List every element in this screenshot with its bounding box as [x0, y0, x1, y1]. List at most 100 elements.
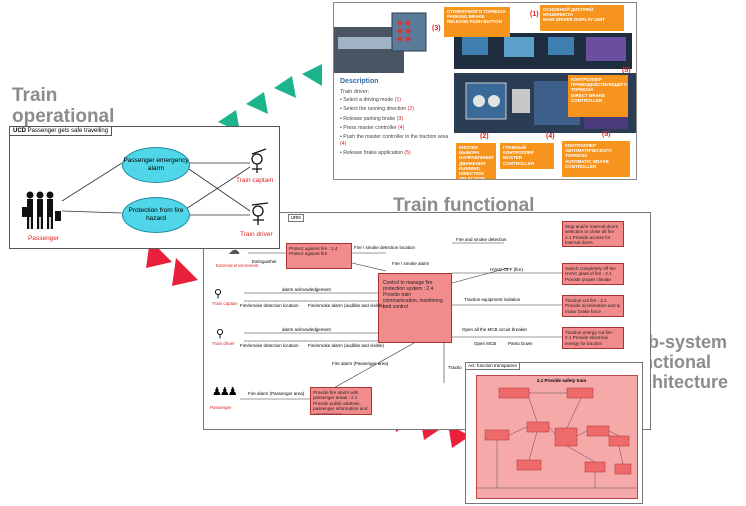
actor-passenger-label: Passenger — [28, 235, 60, 242]
cab-step: • Release parking brake (3) — [340, 115, 403, 122]
flow-open-mcb-all: Open all the MCB circuit breaker — [462, 327, 528, 332]
protect-against-fire-box[interactable]: Protect against fire : 1.4 Protect again… — [286, 243, 352, 269]
ucd-connectors — [61, 162, 251, 216]
fire-protection-control-box[interactable]: Control to manage fire protection system… — [378, 273, 452, 343]
callout-ru: КНОПКИ ВЫБОРА НАПРАВЛЕНИЯ ДВИЖЕНИЯ — [459, 145, 494, 166]
green-arrow-3 — [246, 92, 268, 114]
callout-ru: ГЛАВНЫЙ КОНТРОЛЛЕР — [503, 145, 534, 156]
callout-en: PARKING BRAKE RELEASE PUSH BUTTON — [447, 14, 502, 25]
ucd-panel: UCD Passenger gets safe travelling Passe… — [9, 126, 280, 249]
subsystem-block — [608, 435, 630, 447]
callout-en: RUNNING DIRECTION SELECTION PUSH — [459, 165, 485, 179]
callout-en: MAIN DRIVER DISPLAY UNIT — [543, 17, 605, 23]
subsystem-block — [554, 427, 578, 447]
step-number: (4) — [398, 124, 405, 131]
step-number: (1) — [394, 97, 401, 103]
flow-fire-detection: Fire and smoke detection — [456, 237, 507, 242]
cab-description-title: Description — [340, 78, 379, 85]
subsystem-header: Act: function transparent — [466, 363, 520, 370]
flow-traction-cut: Tractio — [448, 365, 462, 370]
callout-en: AUTOMATIC BRAKE CONTROLLER — [565, 158, 609, 169]
passenger-group-icon — [22, 191, 61, 229]
callout-number: (4) — [546, 133, 555, 140]
cab-step: • Push the master controller in the trac… — [340, 134, 449, 147]
callout-number: (5) — [622, 67, 631, 74]
actor-external-label: External environment — [216, 263, 259, 268]
cab-step: • Release brake application (5) — [340, 150, 411, 157]
subsystem-block — [484, 429, 510, 441]
subsystem-block — [614, 463, 632, 475]
internal-doors-box[interactable]: Stop and/or internal doors selection or … — [562, 221, 624, 247]
red-arrow-5 — [448, 424, 470, 448]
actor-passenger-label: Passenger — [210, 405, 232, 410]
flow-ack-driver: alarm acknowledgement — [282, 327, 331, 332]
passenger-icon: ♟♟♟ — [212, 386, 238, 398]
ucd-header: UCD Passenger gets safe travelling — [10, 127, 113, 136]
cab-step: • Select the running direction (2) — [340, 106, 414, 113]
cab-panel: Description Train driver: • Select a dri… — [333, 2, 637, 180]
callout-number: (1) — [530, 11, 539, 18]
step-number: (4) — [340, 140, 347, 147]
callout-ru: КОНТРОЛЛЕР ПРЯМОДЕЙСТВУЮЩЕГО ТОРМОЗА — [571, 77, 627, 93]
captain-icon: ⚲ — [214, 288, 223, 300]
usecase-passenger-alarm[interactable]: Passenger emergency alarm — [122, 147, 190, 183]
callout-ru: СТОЯНОЧНОГО ТОРМОЗА — [447, 9, 506, 14]
subsystem-block — [516, 459, 542, 471]
ucd-header-prefix: UCD — [13, 128, 26, 134]
step-number: (3) — [396, 115, 403, 122]
flow-location-driver: Fire/smoke detection location — [240, 343, 299, 348]
subsystem-container: 2.1 Provide safety train — [476, 375, 638, 499]
subsystem-block — [566, 387, 594, 399]
flow-passenger-alarm: Fire alarm (Passenger area) — [332, 361, 389, 366]
passenger-fire-alarm-box[interactable]: Provide fire alarm with passenger areas … — [310, 387, 372, 415]
flow-location-captain: Fire/smoke detection location — [240, 303, 299, 308]
step-text: Select the running direction — [343, 106, 407, 113]
actor-driver-label: Train driver — [240, 231, 273, 238]
subsystem-block — [586, 425, 610, 437]
green-arrow-5 — [302, 64, 322, 86]
flow-extinguisher: Extinguisher — [252, 259, 277, 264]
subsystem-panel: Act: function transparent 2.1 Provide sa… — [465, 362, 643, 504]
callout-number: (2) — [480, 133, 489, 140]
traction-energy-cut-box[interactable]: Traction energy cut fire : 2.1 Provide e… — [562, 327, 624, 349]
driver-icon: ⚲ — [216, 328, 225, 340]
callout-ru: ОСНОВНОЙ ДИСПЛЕЙ МАШИНИСТА — [543, 7, 594, 18]
cab-step-list: • Select a driving mode (1) • Select the… — [340, 96, 454, 158]
actor-driver-label: Train driver — [212, 341, 235, 346]
callout-en: MASTER CONTROLLER — [503, 155, 535, 166]
flow-audible-driver: Fire/smoke alarm (audible and visible) — [308, 343, 385, 348]
step-text: Select a driving mode — [343, 97, 394, 103]
step-number: (2) — [407, 106, 414, 113]
cab-step: • Select a driving mode (1) — [340, 97, 401, 103]
subsystem-block — [526, 421, 550, 433]
cab-step: • Press master controller (4) — [340, 124, 405, 131]
callout-number: (3) — [432, 25, 441, 32]
flow-fire-detection-location: Fire / smoke detection location — [354, 245, 416, 250]
hvac-off-box[interactable]: Switch completely off the HVAC plant of … — [562, 263, 624, 285]
subsystem-inner-title: 2.1 Provide safety train — [537, 378, 587, 383]
step-text: Press master controller — [343, 124, 397, 131]
step-text: Push the master controller in the tracti… — [343, 134, 449, 141]
step-text: Release parking brake — [343, 115, 396, 122]
flow-traction-isolation: Traction equipment isolation — [464, 297, 521, 302]
step-number: (5) — [404, 150, 411, 157]
ucd-header-title: Passenger gets safe travelling — [27, 128, 109, 134]
subsystem-block — [584, 461, 606, 473]
subsystem-block — [498, 387, 530, 399]
traction-cut-box[interactable]: Traction cut fire : 2.1 Provide accelera… — [562, 295, 624, 317]
callout-en: DIRECT BRAKE CONTROLLER — [571, 92, 606, 103]
train-captain-icon — [251, 148, 267, 173]
usecase-fire-protection[interactable]: Protection from fire hazard — [122, 197, 190, 233]
callout-number: (5) — [602, 131, 611, 138]
green-arrow-4 — [274, 76, 296, 98]
flow-passenger-alarm-2: Fire alarm (Passenger area) — [248, 391, 305, 396]
flow-audible-captain: Fire/smoke alarm (audible and visible) — [308, 303, 385, 308]
flow-ack-captain: alarm acknowledgement — [282, 287, 331, 292]
flow-fire-alarm: Fire / smoke alarm — [392, 261, 430, 266]
